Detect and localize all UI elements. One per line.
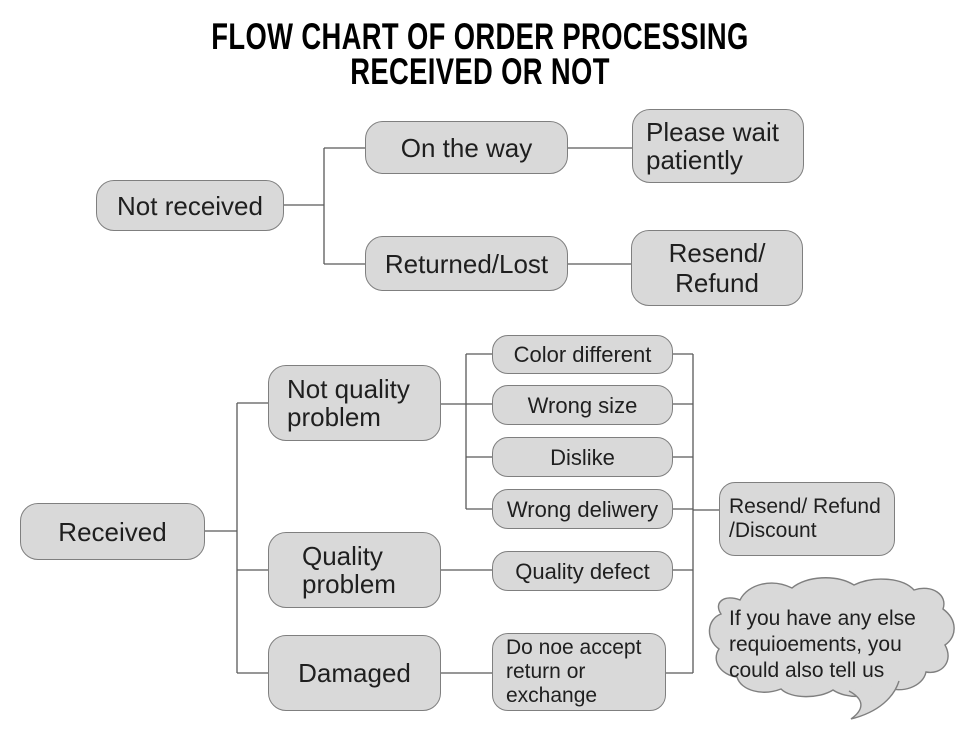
chart-title: FLOW CHART OF ORDER PROCESSING RECEIVED …	[0, 16, 960, 92]
connector-lines	[205, 147, 719, 674]
node-returned-lost: Returned/Lost	[365, 236, 568, 291]
node-received: Received	[20, 503, 205, 560]
node-resend-refund-discount: Resend/ Refund /Discount	[719, 482, 895, 556]
chart-title-line2: RECEIVED OR NOT	[350, 51, 610, 92]
speech-bubble-text: If you have any else requioements, you c…	[729, 607, 916, 682]
node-damaged: Damaged	[268, 635, 441, 711]
node-please-wait-patiently: Please wait patiently	[632, 109, 804, 183]
chart-title-line1: FLOW CHART OF ORDER PROCESSING	[211, 16, 749, 57]
node-quality-problem: Quality problem	[268, 532, 441, 608]
speech-bubble-tail-icon	[848, 680, 900, 720]
node-wrong-delivery: Wrong deliwery	[492, 489, 673, 529]
node-not-quality-problem: Not quality problem	[268, 365, 441, 441]
node-resend-refund: Resend/ Refund	[631, 230, 803, 306]
node-on-the-way: On the way	[365, 121, 568, 174]
speech-bubble-shape	[708, 577, 955, 698]
node-not-received: Not received	[96, 180, 284, 231]
node-quality-defect: Quality defect	[492, 551, 673, 591]
node-wrong-size: Wrong size	[492, 385, 673, 425]
node-dislike: Dislike	[492, 437, 673, 477]
node-no-return-accept: Do noe accept return or exchange	[492, 633, 666, 711]
node-color-different: Color different	[492, 335, 673, 374]
